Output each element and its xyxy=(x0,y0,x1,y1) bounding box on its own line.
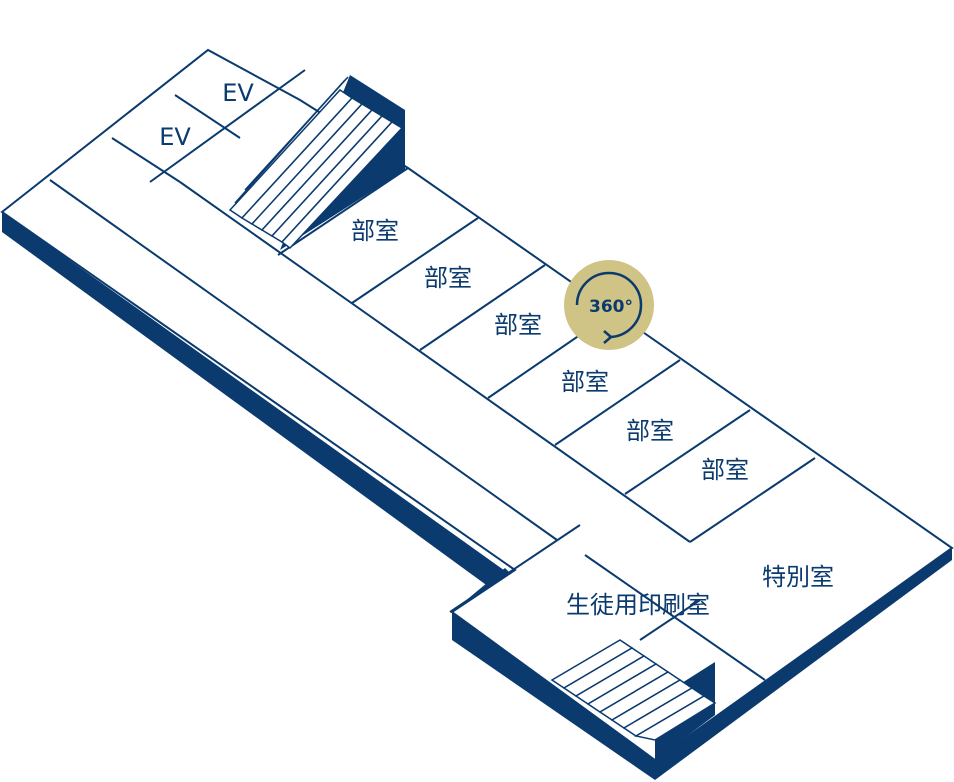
floor-outline xyxy=(0,48,954,762)
lower-staircase xyxy=(550,639,717,760)
elevator-label: EV xyxy=(159,123,191,151)
print-room-label: 生徒用印刷室 xyxy=(566,591,710,619)
slab-side-step xyxy=(452,612,655,780)
view-360-button[interactable]: 360° xyxy=(564,260,654,350)
slab-sides xyxy=(2,212,952,780)
badge-label: 360° xyxy=(589,297,633,317)
room-dividers xyxy=(49,69,816,681)
club-room-label: 部室 xyxy=(561,368,609,396)
slab-side-right xyxy=(655,548,952,780)
club-room-label: 部室 xyxy=(494,311,542,339)
club-room-label: 部室 xyxy=(351,217,399,245)
club-room-label: 部室 xyxy=(424,264,472,292)
elevator-label: EV xyxy=(222,79,254,107)
club-room-label: 部室 xyxy=(701,456,749,484)
club-room-label: 部室 xyxy=(626,417,674,445)
special-room-label: 特別室 xyxy=(762,563,834,591)
slab-side-left xyxy=(2,212,515,595)
rotate-360-icon xyxy=(575,271,643,344)
upper-staircase xyxy=(228,75,405,250)
stair-steps xyxy=(228,89,404,250)
